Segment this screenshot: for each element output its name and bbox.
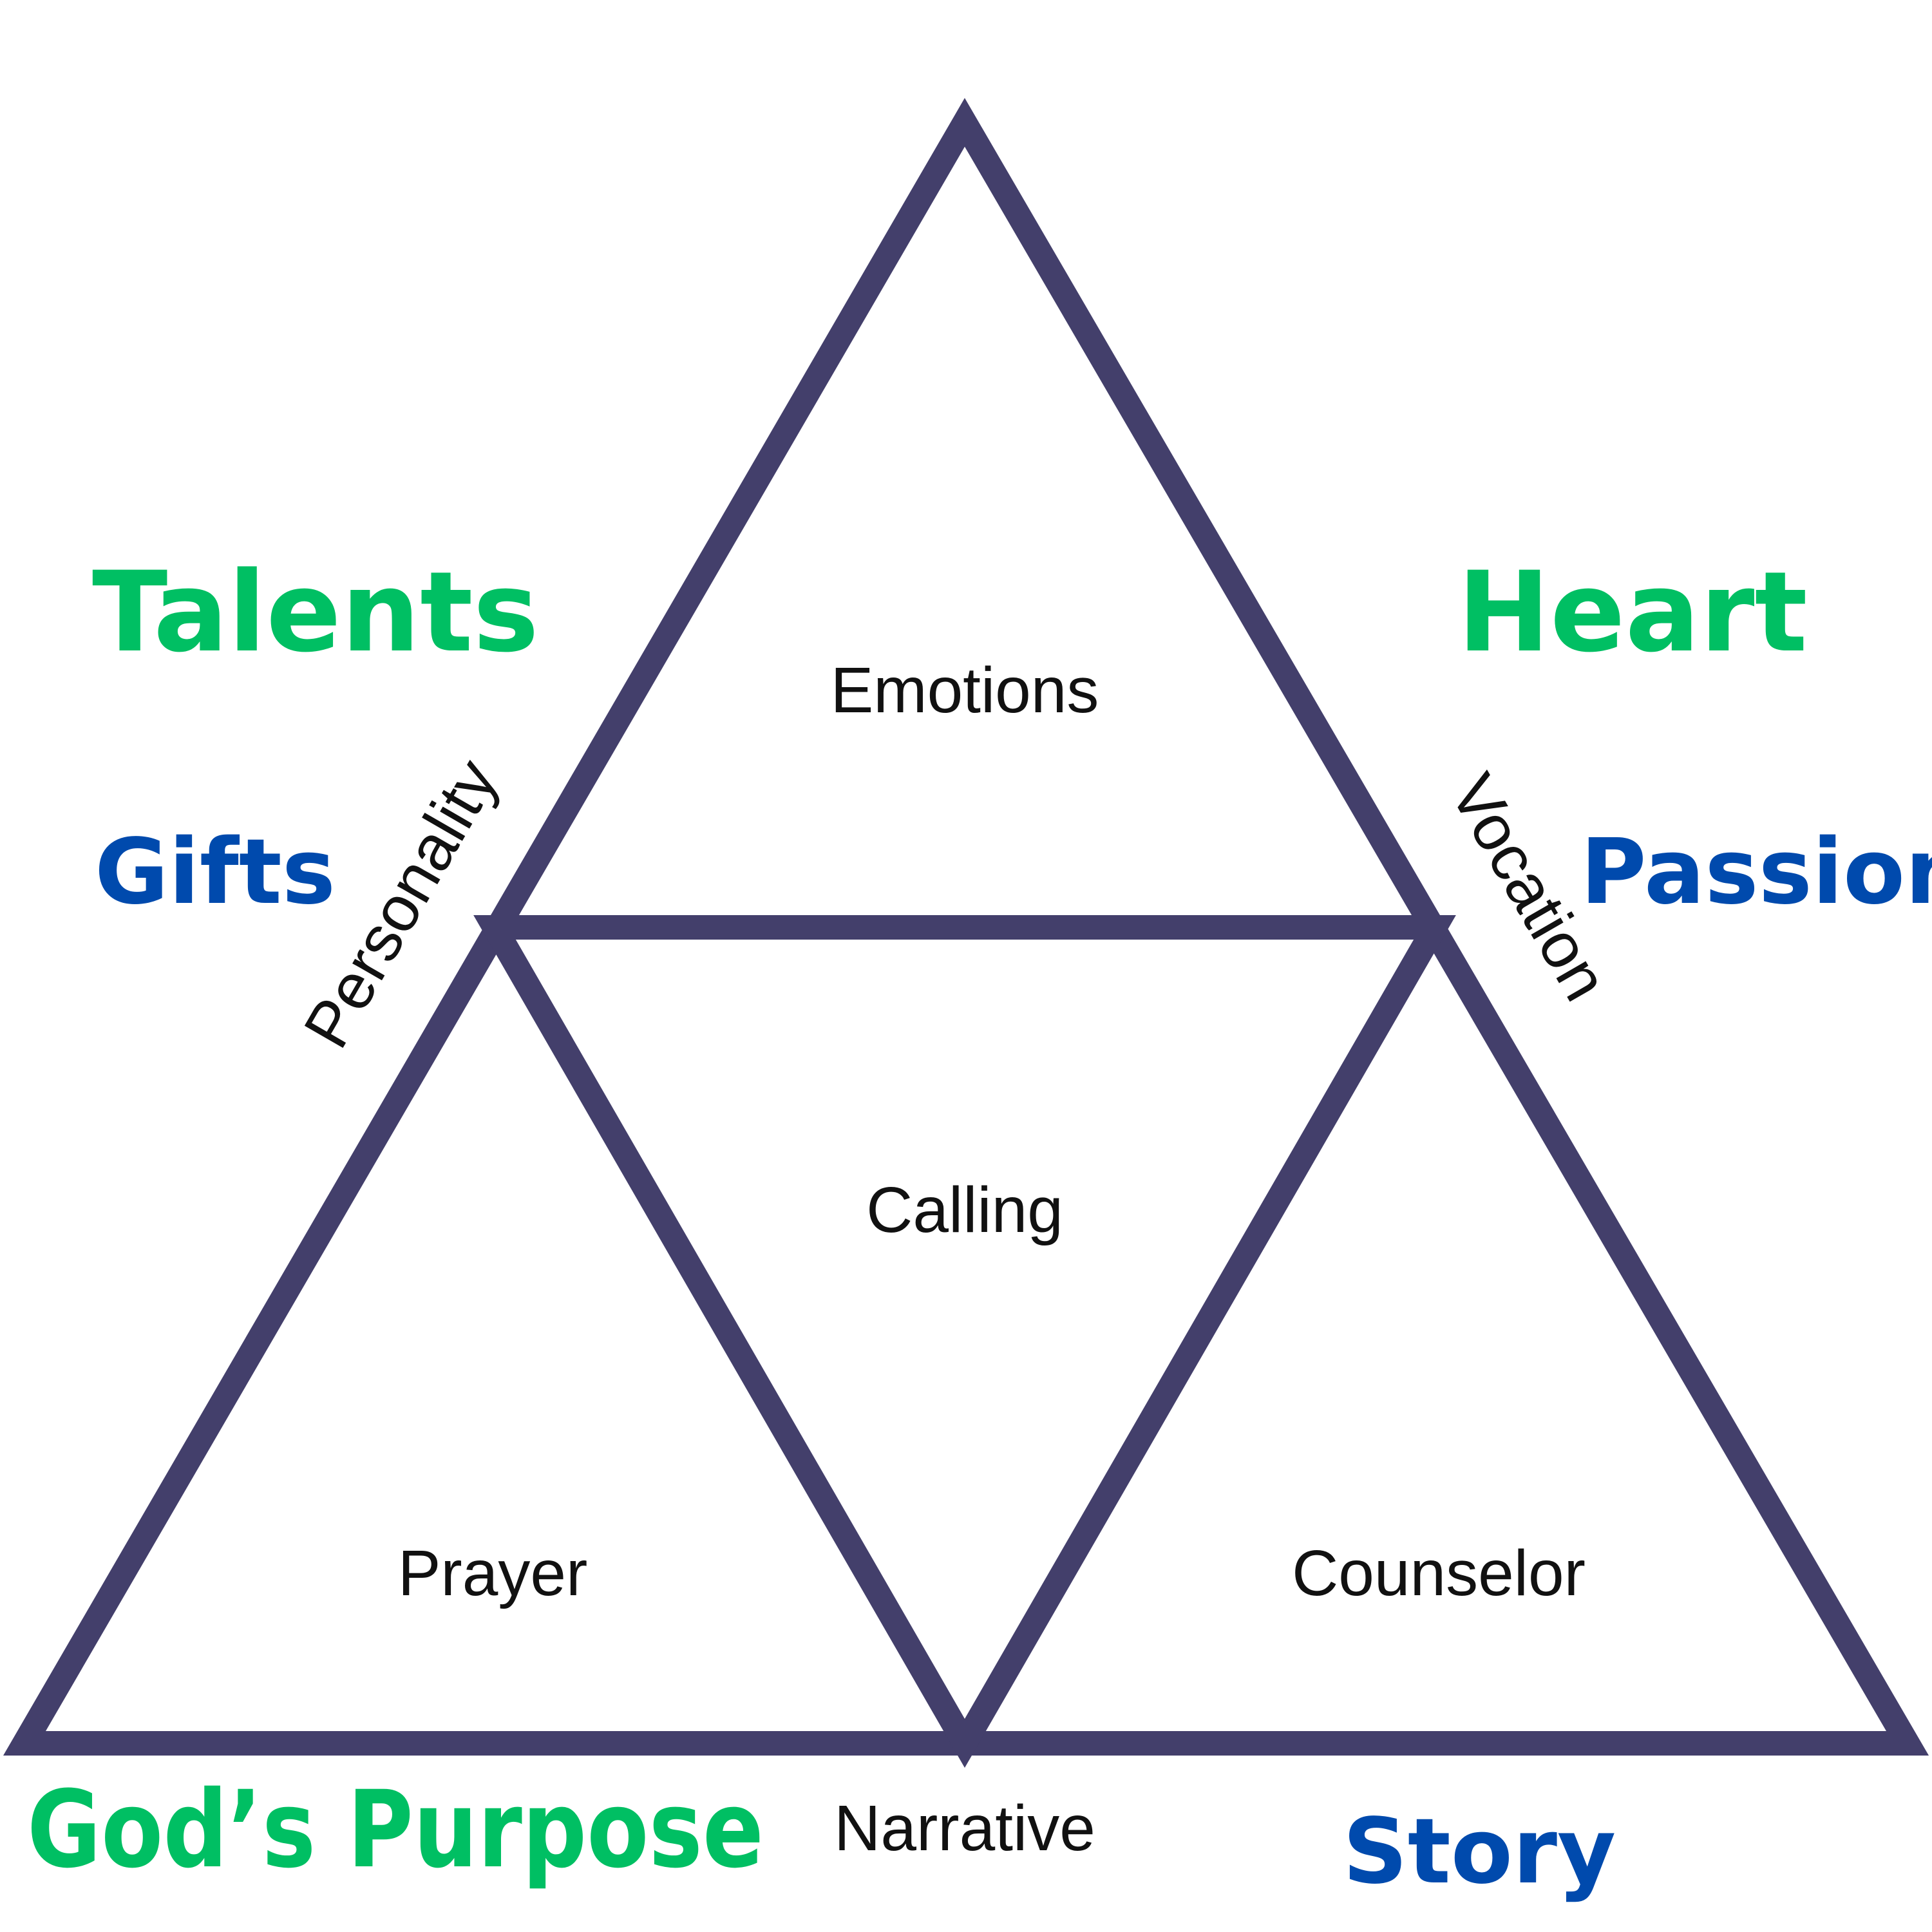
label-counselor: Counselor [1292, 1537, 1586, 1609]
label-gods-purpose: God’s Purpose [27, 1768, 764, 1891]
label-calling: Calling [866, 1174, 1063, 1246]
label-talents: Talents [92, 547, 539, 677]
inner-triangle [473, 915, 1456, 1768]
label-story: Story [1343, 1799, 1616, 1904]
label-narrative: Narrative [834, 1792, 1095, 1864]
label-prayer: Prayer [398, 1537, 588, 1609]
label-gifts: Gifts [95, 820, 336, 925]
label-emotions: Emotions [831, 654, 1099, 726]
label-passion: Passion [1580, 820, 1932, 925]
label-heart: Heart [1457, 547, 1808, 677]
